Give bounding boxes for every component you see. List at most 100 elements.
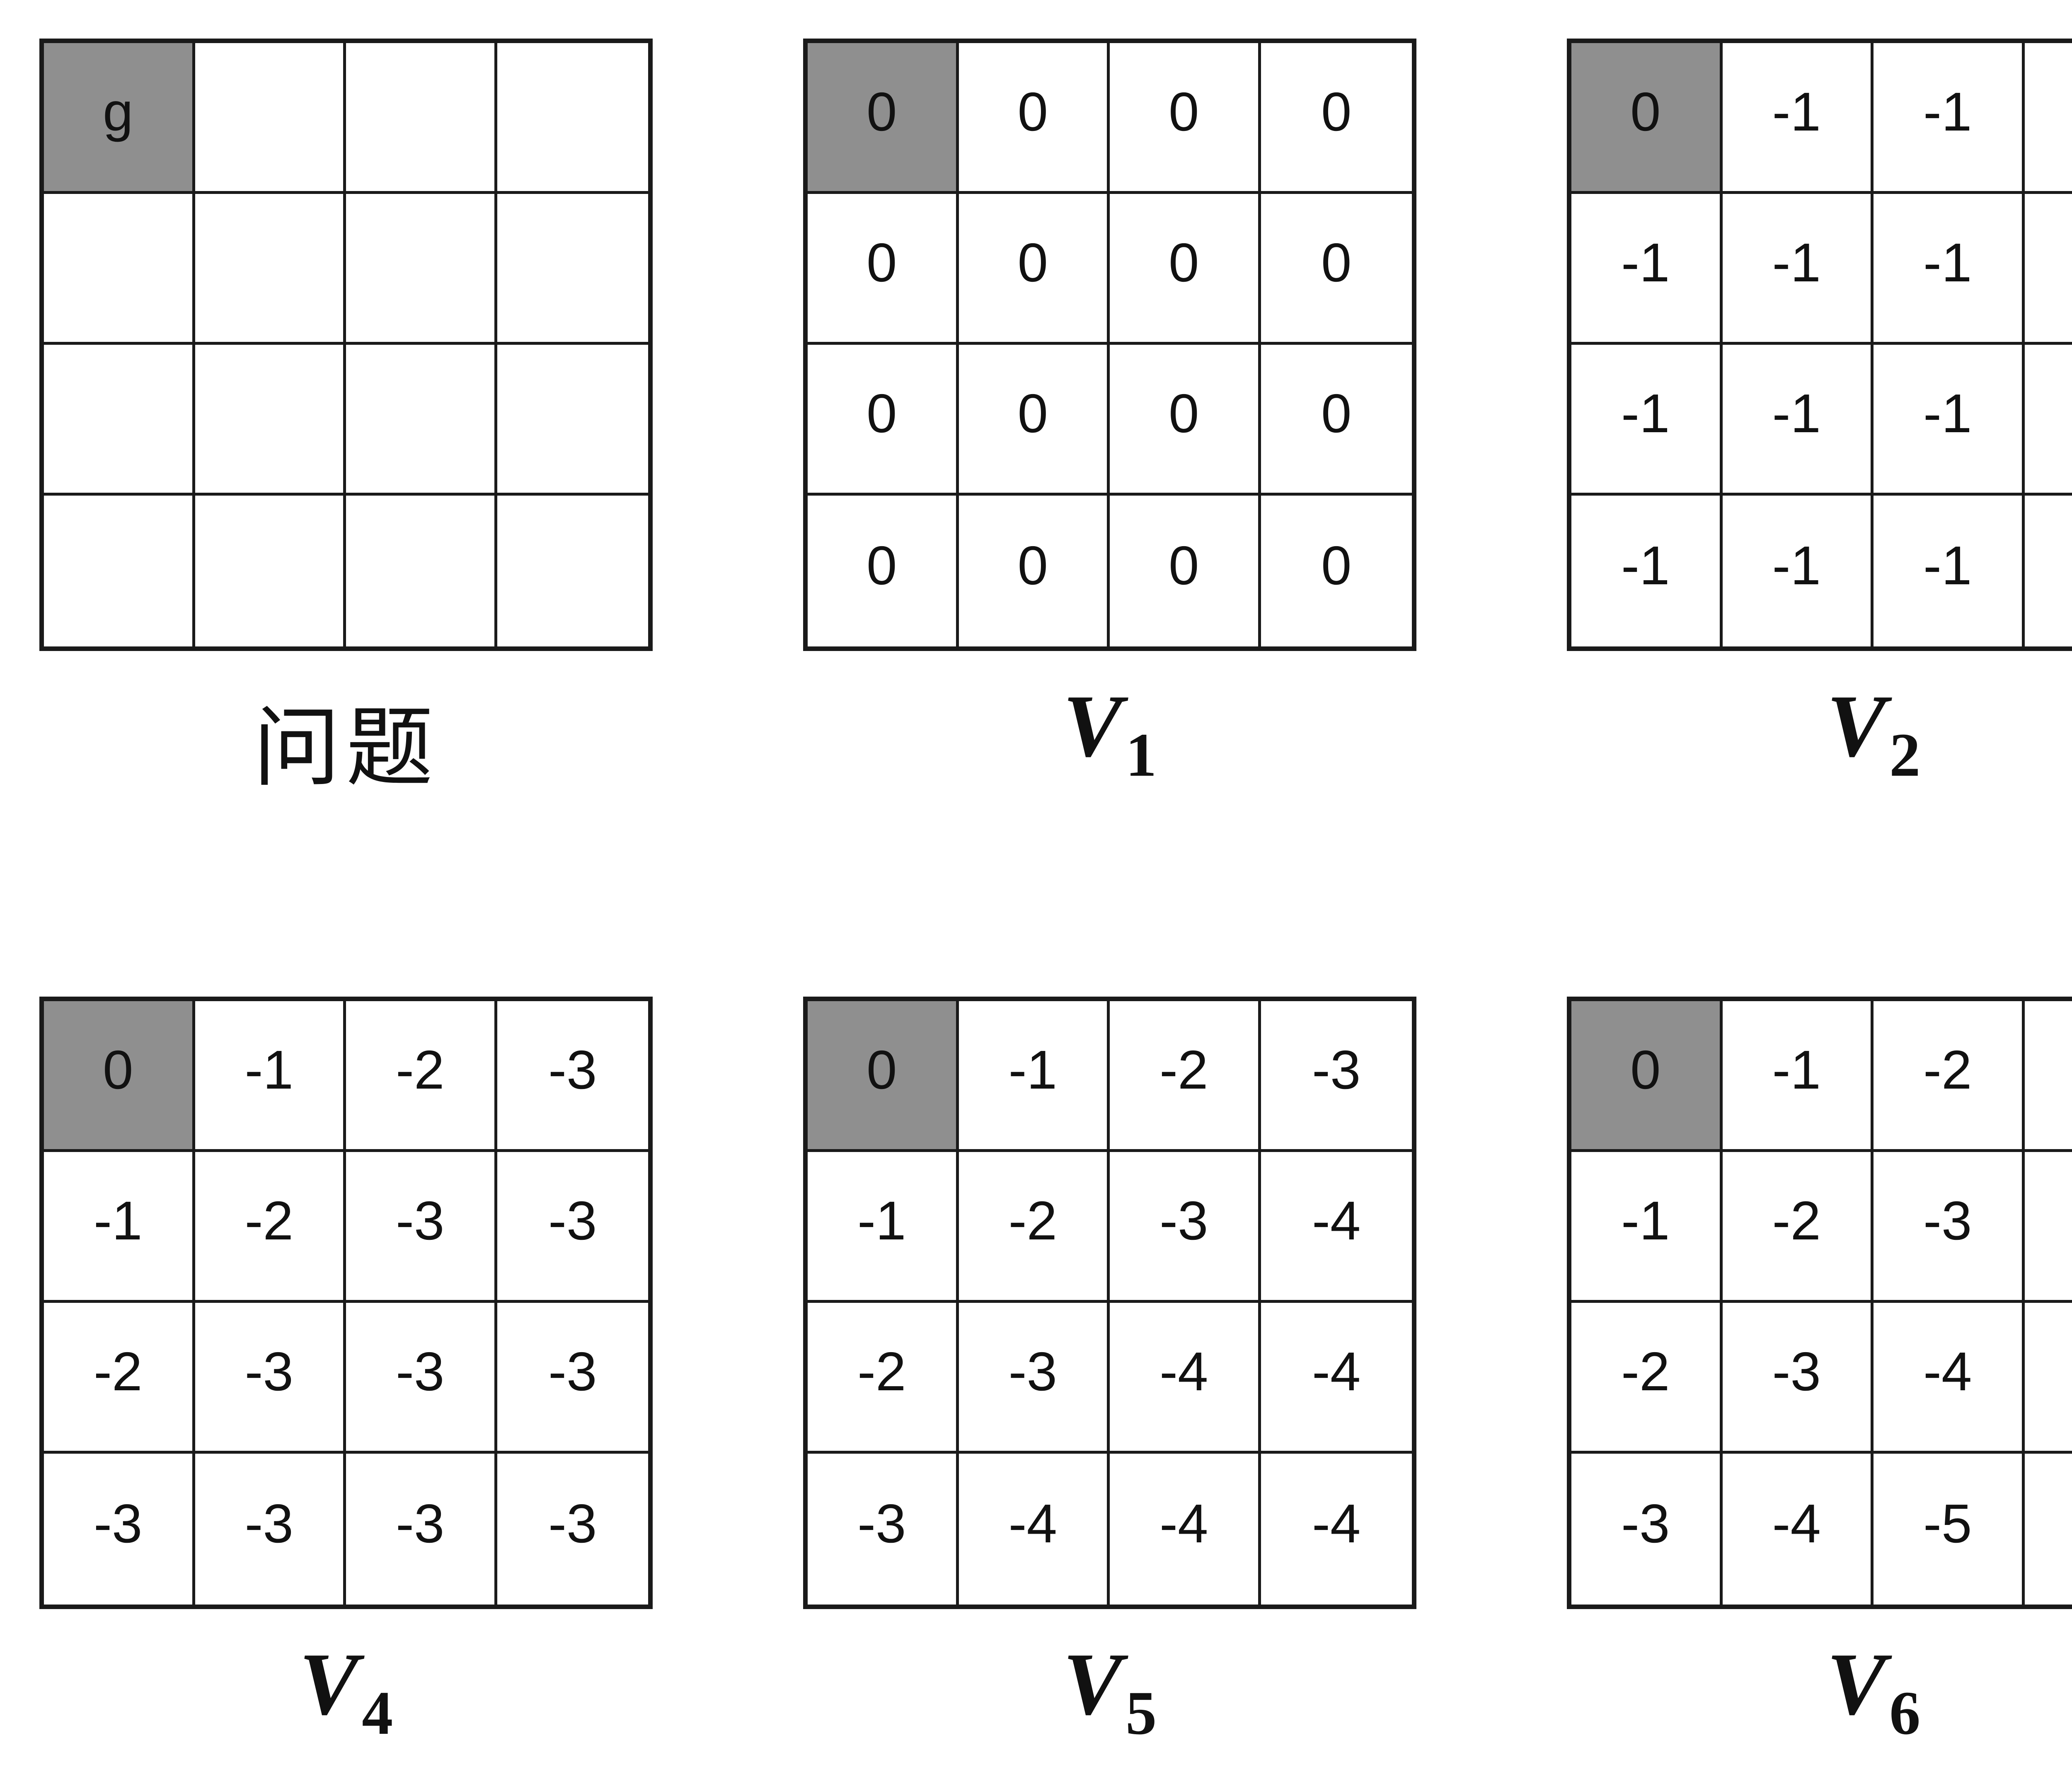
caption-symbol: V xyxy=(1826,1634,1886,1733)
grid-cell: -3 xyxy=(497,1303,648,1454)
grid-cell: -3 xyxy=(195,1303,346,1454)
caption-symbol: V xyxy=(1063,1634,1123,1733)
grid-cell xyxy=(497,43,648,194)
panel-caption-problem: 问题 xyxy=(253,697,439,799)
grid-cell: -5 xyxy=(2024,1303,2072,1454)
grid-cell: -3 xyxy=(44,1454,195,1605)
caption-subscript: 4 xyxy=(362,1679,393,1747)
grid-cell: -1 xyxy=(1874,43,2025,194)
grid-cell: -4 xyxy=(1110,1454,1261,1605)
grid-cell: -2 xyxy=(346,1001,497,1152)
grid-cell: -1 xyxy=(1874,194,2025,345)
grid-cell: -2 xyxy=(1722,1152,1874,1303)
grid-cell: 0 xyxy=(1571,43,1723,194)
grid-cell: -2 xyxy=(959,1152,1110,1303)
grid-cell: -1 xyxy=(808,1152,959,1303)
grid-cell: 0 xyxy=(1261,496,1412,646)
caption-subscript: 6 xyxy=(1889,1679,1921,1747)
caption-subscript: 5 xyxy=(1126,1679,1157,1747)
caption-symbol: V xyxy=(299,1634,359,1733)
grid-panel-v2: 0-1-1-1-1-1-1-1-1-1-1-1-1-1-1-1 xyxy=(1567,39,2072,651)
grid-cell xyxy=(346,194,497,345)
grid-cell: -3 xyxy=(1571,1454,1723,1605)
grid-panel-v4: 0-1-2-3-1-2-3-3-2-3-3-3-3-3-3-3 xyxy=(39,997,653,1609)
grid-cell: -3 xyxy=(195,1454,346,1605)
grid-cell: -1 xyxy=(1874,345,2025,496)
grid-cell: -3 xyxy=(959,1303,1110,1454)
grid-cell: -5 xyxy=(1874,1454,2025,1605)
grid-cell: -1 xyxy=(1722,345,1874,496)
grid-cell: -2 xyxy=(1571,1303,1723,1454)
grid-cell xyxy=(195,496,346,646)
grid-cell: -1 xyxy=(1722,43,1874,194)
panel-caption-v2: V2 xyxy=(1567,675,2072,791)
grid-cell: -5 xyxy=(2024,1454,2072,1605)
panel-caption-v1: V1 xyxy=(803,675,1416,791)
grid-cell: 0 xyxy=(44,1001,195,1152)
grid-cell: -3 xyxy=(1874,1152,2025,1303)
grid-cell: -3 xyxy=(346,1152,497,1303)
grid-panel-v5: 0-1-2-3-1-2-3-4-2-3-4-4-3-4-4-4 xyxy=(803,997,1416,1609)
value-grid-v5: 0-1-2-3-1-2-3-4-2-3-4-4-3-4-4-4 xyxy=(803,997,1416,1609)
grid-cell xyxy=(44,194,195,345)
grid-cell: -3 xyxy=(1261,1001,1412,1152)
grid-cell: 0 xyxy=(1110,43,1261,194)
grid-cell xyxy=(346,43,497,194)
grid-cell: -1 xyxy=(1571,496,1723,646)
grid-cell: -3 xyxy=(346,1303,497,1454)
grid-cell xyxy=(44,496,195,646)
grid-panel-problem: g xyxy=(39,39,653,651)
grid-cell: -1 xyxy=(1722,496,1874,646)
grid-cell: 0 xyxy=(959,194,1110,345)
grid-cell: -2 xyxy=(1110,1001,1261,1152)
grid-cell: -3 xyxy=(2024,1001,2072,1152)
value-grid-v6: 0-1-2-3-1-2-3-4-2-3-4-5-3-4-5-5 xyxy=(1567,997,2072,1609)
grid-cell: -2 xyxy=(44,1303,195,1454)
grid-cell: -3 xyxy=(1722,1303,1874,1454)
grid-cell: -3 xyxy=(497,1454,648,1605)
grid-cell: -4 xyxy=(1261,1152,1412,1303)
grid-cell: -1 xyxy=(959,1001,1110,1152)
grid-cell xyxy=(195,43,346,194)
grid-cell: -1 xyxy=(2024,194,2072,345)
grid-cell xyxy=(497,345,648,496)
grid-cell xyxy=(195,345,346,496)
grid-cell: -1 xyxy=(195,1001,346,1152)
grid-cell xyxy=(346,496,497,646)
caption-subscript: 2 xyxy=(1889,721,1921,789)
grid-cell: -4 xyxy=(1261,1454,1412,1605)
grid-cell: 0 xyxy=(808,43,959,194)
grid-cell: 0 xyxy=(1261,194,1412,345)
grid-cell: 0 xyxy=(959,496,1110,646)
grid-cell xyxy=(195,194,346,345)
grid-cell: -4 xyxy=(959,1454,1110,1605)
grid-cell xyxy=(346,345,497,496)
caption-subscript: 1 xyxy=(1126,721,1157,789)
grid-cell: -3 xyxy=(808,1454,959,1605)
grid-cell: -1 xyxy=(1571,194,1723,345)
grid-cell: 0 xyxy=(808,496,959,646)
grid-cell: 0 xyxy=(1110,496,1261,646)
value-grid-v4: 0-1-2-3-1-2-3-3-2-3-3-3-3-3-3-3 xyxy=(39,997,653,1609)
grid-cell xyxy=(497,496,648,646)
caption-symbol: V xyxy=(1063,676,1123,775)
grid-cell: -2 xyxy=(808,1303,959,1454)
grid-cell: g xyxy=(44,43,195,194)
panel-caption-v5: V5 xyxy=(803,1633,1416,1749)
grid-cell xyxy=(497,194,648,345)
grid-cell: -3 xyxy=(497,1152,648,1303)
grid-cell: 0 xyxy=(808,194,959,345)
grid-cell: -4 xyxy=(1874,1303,2025,1454)
panel-caption-v4: V4 xyxy=(39,1633,653,1749)
grid-cell: -1 xyxy=(1571,345,1723,496)
grid-cell: -4 xyxy=(1722,1454,1874,1605)
grid-panel-v6: 0-1-2-3-1-2-3-4-2-3-4-5-3-4-5-5 xyxy=(1567,997,2072,1609)
value-grid-v2: 0-1-1-1-1-1-1-1-1-1-1-1-1-1-1-1 xyxy=(1567,39,2072,651)
grid-cell: -3 xyxy=(346,1454,497,1605)
grid-cell: -3 xyxy=(1110,1152,1261,1303)
caption-symbol: V xyxy=(1826,676,1886,775)
grid-cell: -4 xyxy=(1261,1303,1412,1454)
